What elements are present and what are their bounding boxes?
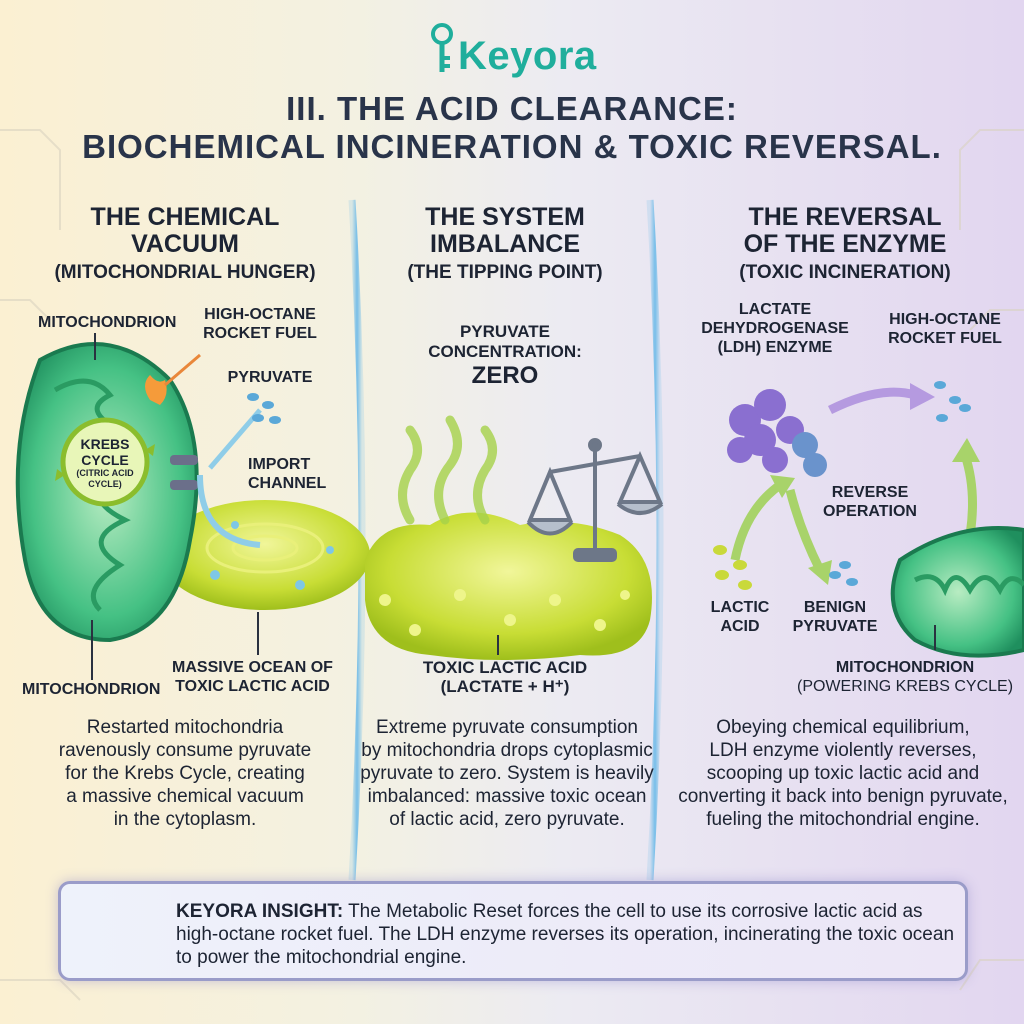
col1-heading: THE CHEMICAL VACUUM <box>90 203 280 258</box>
pyruvate-molecules-1 <box>247 393 281 424</box>
insight-label: KEYORA INSIGHT: <box>176 901 344 922</box>
logo-text: Keyora <box>458 34 597 78</box>
label-rocket-fuel-1: HIGH-OCTANE ROCKET FUEL <box>203 306 317 342</box>
label-rocket-fuel-3: HIGH-OCTANE ROCKET FUEL <box>888 311 1002 347</box>
label-import-channel: IMPORT CHANNEL <box>248 456 327 492</box>
lactic-acid-molecules <box>713 545 752 590</box>
mitochondrion-shape-3 <box>890 526 1024 658</box>
label-krebs-cycle: KREBS CYCLE (CITRIC ACID CYCLE) <box>76 436 134 489</box>
ldh-enzyme-graphic <box>727 389 827 477</box>
insight-text: KEYORA INSIGHT: The Metabolic Reset forc… <box>176 900 956 969</box>
label-toxic-lactic-acid: TOXIC LACTIC ACID (LACTATE + H⁺) <box>422 658 588 696</box>
circuit-pattern <box>0 129 1024 1001</box>
label-reverse-operation: REVERSE OPERATION <box>823 484 917 520</box>
col1-description: Restarted mitochondria ravenously consum… <box>58 717 312 830</box>
arrow-benign-down <box>785 488 825 573</box>
balance-scale-icon <box>526 438 664 562</box>
label-pyruvate-1: PYRUVATE <box>227 369 313 386</box>
insight-box: KEYORA INSIGHT: The Metabolic Reset forc… <box>58 881 968 981</box>
rocket-fuel-icon <box>145 375 167 405</box>
label-lactic-acid: LACTIC ACID <box>710 599 770 635</box>
import-channel-graphic <box>170 408 262 548</box>
pyruvate-molecules-3 <box>829 381 971 586</box>
concentration-value: ZERO <box>471 362 539 389</box>
label-mitochondrion-3: MITOCHONDRION (POWERING KREBS CYCLE) <box>796 659 1014 695</box>
label-pyruvate-concentration: PYRUVATE CONCENTRATION: ZERO <box>395 322 615 390</box>
acid-ocean-2 <box>365 512 652 660</box>
page-title-line1: III. THE ACID CLEARANCE: <box>286 90 738 127</box>
label-mitochondrion-bottom: MITOCHONDRION <box>22 681 161 698</box>
arrow-to-fuel <box>827 387 917 415</box>
logo: Keyora <box>0 12 1024 82</box>
arrow-lactic-up <box>730 481 783 561</box>
krebs-cycle-ring <box>60 417 150 507</box>
acid-ocean-1 <box>160 500 370 610</box>
label-ldh-enzyme: LACTATE DEHYDROGENASE (LDH) ENZYME <box>701 301 849 356</box>
label-benign-pyruvate: BENIGN PYRUVATE <box>792 599 878 635</box>
col1-subheading: (MITOCHONDRIAL HUNGER) <box>54 262 316 283</box>
key-icon <box>431 23 453 72</box>
col2-subheading: (THE TIPPING POINT) <box>407 262 603 283</box>
col2-description: Extreme pyruvate consumption by mitochon… <box>360 717 654 830</box>
separator-right <box>646 199 664 881</box>
toxic-fumes <box>398 415 497 525</box>
col3-subheading: (TOXIC INCINERATION) <box>739 262 951 283</box>
label-mitochondrion-top: MITOCHONDRION <box>38 314 177 331</box>
insight-body: The Metabolic Reset forces the cell to u… <box>176 901 955 968</box>
label-massive-ocean: MASSIVE OCEAN OF TOXIC LACTIC ACID <box>172 659 333 695</box>
col2-heading: THE SYSTEM IMBALANCE <box>425 203 585 258</box>
col3-description: Obeying chemical equilibrium, LDH enzyme… <box>678 717 1008 830</box>
page-title-line2: BIOCHEMICAL INCINERATION & TOXIC REVERSA… <box>82 128 942 165</box>
col3-heading: THE REVERSAL OF THE ENZYME <box>743 203 947 258</box>
